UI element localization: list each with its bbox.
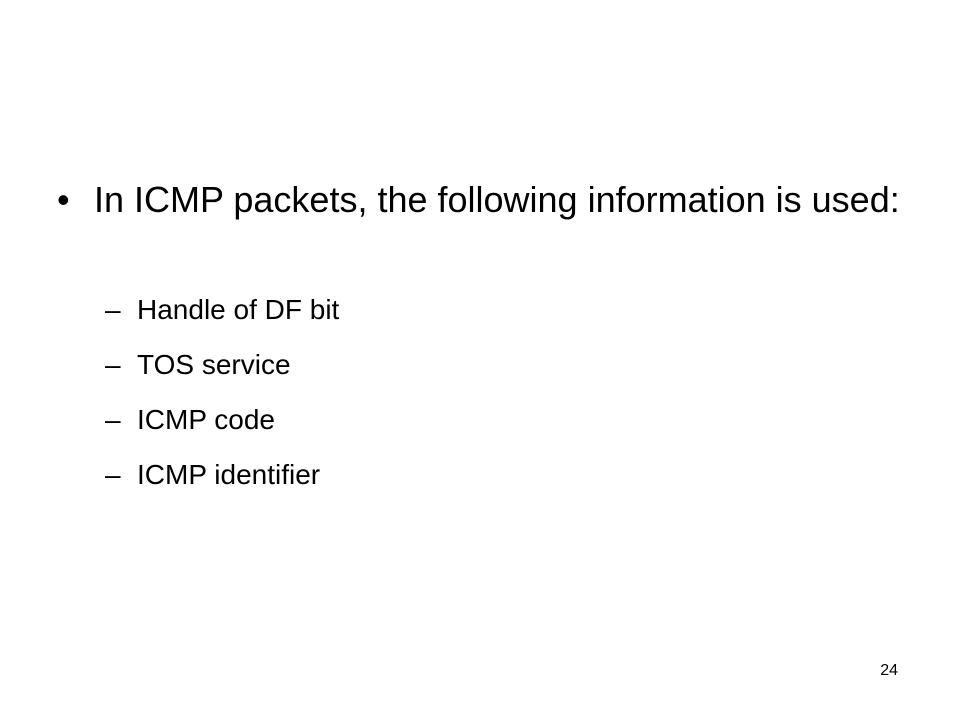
sub-bullet-list: – Handle of DF bit – TOS service – ICMP … <box>105 292 339 512</box>
sub-item-text: Handle of DF bit <box>137 294 340 325</box>
dash-icon: – <box>105 459 121 490</box>
sub-item-text: ICMP code <box>137 404 275 435</box>
list-item: – TOS service <box>105 347 339 383</box>
dash-icon: – <box>105 404 121 435</box>
dash-icon: – <box>105 349 121 380</box>
page-number: 24 <box>880 662 898 679</box>
list-item: – Handle of DF bit <box>105 292 339 328</box>
sub-item-text: TOS service <box>137 349 291 380</box>
sub-item-text: ICMP identifier <box>137 459 321 490</box>
dash-icon: – <box>105 294 121 325</box>
list-item: – ICMP code <box>105 402 339 438</box>
main-bullet: • In ICMP packets, the following informa… <box>57 178 907 222</box>
main-bullet-text: In ICMP packets, the following informati… <box>94 179 900 220</box>
list-item: – ICMP identifier <box>105 457 339 493</box>
bullet-icon: • <box>57 179 70 220</box>
